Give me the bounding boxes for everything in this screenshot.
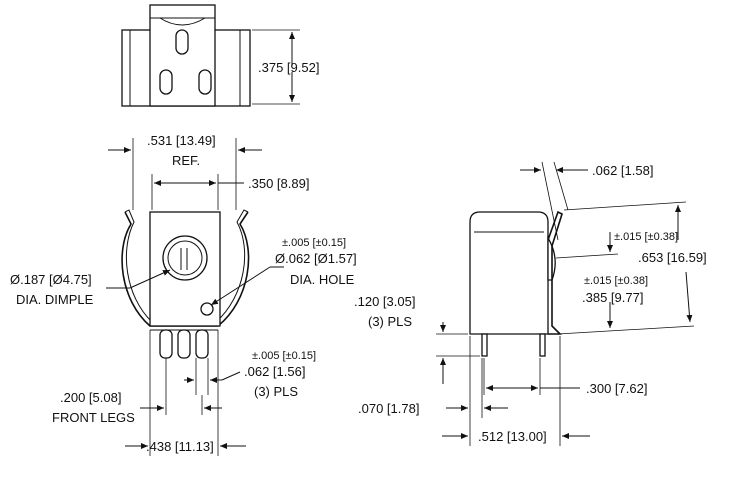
side-dimple-height-label: .385 [9.77] bbox=[582, 290, 643, 305]
front-hole-callout: ±.005 [±0.15] Ø.062 [Ø1.57] DIA. HOLE bbox=[210, 237, 357, 306]
front-legs-spacing-label: .200 [5.08] bbox=[60, 390, 121, 405]
side-leg-pls-label: (3) PLS bbox=[368, 314, 412, 329]
front-legs-label: FRONT LEGS bbox=[52, 410, 135, 425]
front-inner-width-label: .350 [8.89] bbox=[248, 176, 309, 191]
front-view: .531 [13.49] REF. .350 [8.89] ±.005 [±0.… bbox=[10, 133, 357, 456]
top-height-dimension: .375 [9.52] bbox=[252, 29, 319, 105]
side-thickness-dimension: .062 [1.58] bbox=[520, 161, 653, 241]
front-hole-label: DIA. HOLE bbox=[290, 272, 355, 287]
side-leg-spacing-label: .300 [7.62] bbox=[586, 381, 647, 396]
side-leg-offset-label: .070 [1.78] bbox=[358, 401, 419, 416]
front-ref-label: REF. bbox=[172, 153, 200, 168]
side-thickness-label: .062 [1.58] bbox=[592, 163, 653, 178]
front-hole-diameter: Ø.062 [Ø1.57] bbox=[275, 251, 357, 266]
front-dimple-callout: Ø.187 [Ø4.75] DIA. DIMPLE bbox=[10, 269, 171, 307]
side-view-body bbox=[469, 210, 563, 357]
side-dimple-height-dimension: ±.015 [±0.38] .385 [9.77] bbox=[555, 232, 648, 328]
side-view: .062 [1.58] ±.015 [±0.38] .653 [16.59] ±… bbox=[354, 161, 707, 446]
top-view-body bbox=[121, 4, 251, 107]
side-body-width-label: .512 [13.00] bbox=[478, 429, 547, 444]
side-leg-spacing-dimension: .300 [7.62] bbox=[483, 358, 647, 396]
front-dimple-label: DIA. DIMPLE bbox=[16, 292, 94, 307]
front-dimple-diameter: Ø.187 [Ø4.75] bbox=[10, 272, 92, 287]
top-height-label: .375 [9.52] bbox=[258, 60, 319, 75]
front-base-width-label: .438 [11.13] bbox=[146, 439, 214, 454]
side-overall-height-label: .653 [16.59] bbox=[638, 250, 707, 265]
front-width-ref-label: .531 [13.49] bbox=[147, 133, 216, 148]
front-leg-pls-label: (3) PLS bbox=[254, 384, 298, 399]
side-overall-height-dimension: ±.015 [±0.38] .653 [16.59] bbox=[557, 201, 707, 335]
side-body-width-dimension: .512 [13.00] bbox=[442, 336, 590, 446]
front-hole-tolerance: ±.005 [±0.15] bbox=[282, 237, 346, 249]
front-width-ref-dimension: .531 [13.49] REF. bbox=[108, 133, 262, 210]
front-base-width-dimension: .438 [11.13] bbox=[125, 330, 246, 456]
front-leg-width-label: .062 [1.56] bbox=[244, 364, 305, 379]
front-leg-tolerance: ±.005 [±0.15] bbox=[252, 350, 316, 362]
side-tol-upper: ±.015 [±0.38] bbox=[614, 231, 678, 243]
side-leg-length-dimension: .120 [3.05] (3) PLS bbox=[354, 294, 480, 384]
front-view-clip bbox=[121, 209, 250, 359]
front-inner-width-dimension: .350 [8.89] bbox=[151, 174, 309, 210]
side-leg-length-label: .120 [3.05] bbox=[354, 294, 415, 309]
top-view: .375 [9.52] bbox=[121, 4, 319, 107]
side-leg-offset-dimension: .070 [1.78] bbox=[358, 336, 508, 418]
side-tol-lower: ±.015 [±0.38] bbox=[584, 275, 648, 287]
front-legs-spacing-dimension: .200 [5.08] FRONT LEGS bbox=[52, 358, 222, 425]
front-leg-width-dimension: ±.005 [±0.15] .062 [1.56] (3) PLS bbox=[184, 350, 316, 399]
